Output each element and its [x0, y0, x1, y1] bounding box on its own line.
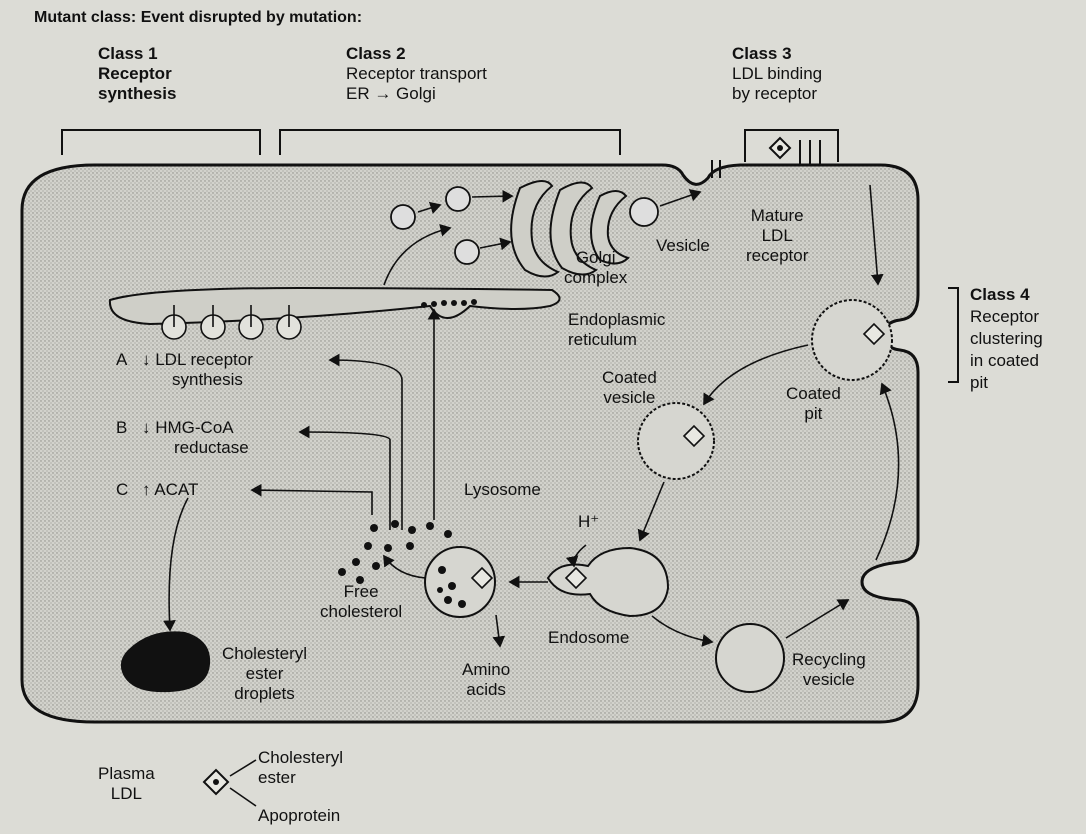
recycling-vesicle: [716, 624, 784, 692]
free-cholesterol-label: Free cholesterol: [320, 582, 402, 622]
vesicle-label: Vesicle: [656, 236, 710, 256]
class2-bracket: [280, 130, 620, 155]
regulation-a-line2: synthesis: [116, 370, 253, 390]
plasma-ldl-symbol: [204, 760, 256, 806]
lysosome-label: Lysosome: [464, 480, 541, 500]
legend-ester-line2: ester: [258, 768, 343, 788]
class1-bracket: [62, 130, 260, 155]
regulation-b: B↓ HMG-CoA reductase: [116, 418, 249, 458]
er-line1: Endoplasmic: [568, 310, 665, 330]
class3-label: Class 3 LDL binding by receptor: [732, 44, 822, 104]
regulation-a: A↓ LDL receptor synthesis: [116, 350, 253, 390]
class3-line2: by receptor: [732, 84, 822, 104]
golgi-line1: Golgi: [564, 248, 627, 268]
plasma-line2: LDL: [98, 784, 155, 804]
er-label: Endoplasmic reticulum: [568, 310, 665, 350]
legend-ester-label: Cholesteryl ester: [258, 748, 343, 788]
recycling-line1: Recycling: [792, 650, 866, 670]
amino-line1: Amino: [462, 660, 510, 680]
coated-pit: [812, 300, 892, 380]
free-chol-line1: Free: [320, 582, 402, 602]
mature-line1: Mature: [746, 206, 808, 226]
regulation-a-letter: A: [116, 350, 142, 370]
mature-line3: receptor: [746, 246, 808, 266]
amino-acids-label: Amino acids: [462, 660, 510, 700]
class1-label: Class 1 Receptor synthesis: [98, 44, 176, 104]
mature-receptor-label: Mature LDL receptor: [746, 206, 808, 266]
recycling-vesicle-label: Recycling vesicle: [792, 650, 866, 690]
class3-bracket: [745, 130, 838, 162]
coated-vesicle-line2: vesicle: [602, 388, 657, 408]
regulation-b-line2: reductase: [116, 438, 249, 458]
amino-line2: acids: [462, 680, 510, 700]
class4-line1: Receptor: [970, 306, 1043, 328]
regulation-c-letter: C: [116, 480, 142, 500]
droplets-line2: ester: [222, 664, 307, 684]
free-chol-line2: cholesterol: [320, 602, 402, 622]
legend-ester-line1: Cholesteryl: [258, 748, 343, 768]
class1-title: Class 1: [98, 44, 176, 64]
coated-vesicle: [638, 403, 714, 479]
lysosome: [425, 547, 495, 617]
droplets-line3: droplets: [222, 684, 307, 704]
class3-title: Class 3: [732, 44, 822, 64]
class1-line1: Receptor: [98, 64, 176, 84]
h-plus-label: H⁺: [578, 512, 599, 532]
class3-line1: LDL binding: [732, 64, 822, 84]
coated-pit-line1: Coated: [786, 384, 841, 404]
class2-title: Class 2: [346, 44, 487, 64]
class4-bracket: [948, 288, 958, 382]
class4-line2: clustering: [970, 328, 1043, 350]
recycling-line2: vesicle: [792, 670, 866, 690]
er-line2: reticulum: [568, 330, 665, 350]
regulation-b-letter: B: [116, 418, 142, 438]
class4-title: Class 4: [970, 284, 1043, 306]
regulation-a-line1: ↓ LDL receptor: [142, 350, 253, 369]
bound-ldl-particle: [770, 138, 790, 158]
class2-line2: ER → Golgi: [346, 84, 487, 104]
plasma-line1: Plasma: [98, 764, 155, 784]
mature-line2: LDL: [746, 226, 808, 246]
golgi-line2: complex: [564, 268, 627, 288]
class4-line4: pit: [970, 372, 1043, 394]
cholesteryl-droplets-label: Cholesteryl ester droplets: [222, 644, 307, 704]
legend-apoprotein-label: Apoprotein: [258, 806, 340, 826]
coated-vesicle-label: Coated vesicle: [602, 368, 657, 408]
endosome-label: Endosome: [548, 628, 629, 648]
class2-line1: Receptor transport: [346, 64, 487, 84]
regulation-c-line1: ↑ ACAT: [142, 480, 198, 499]
droplets-line1: Cholesteryl: [222, 644, 307, 664]
mutant-class-header: Mutant class: Event disrupted by mutatio…: [34, 8, 362, 28]
plasma-ldl-label: Plasma LDL: [98, 764, 155, 804]
class4-line3: in coated: [970, 350, 1043, 372]
golgi-label: Golgi complex: [564, 248, 627, 288]
coated-pit-label: Coated pit: [786, 384, 841, 424]
regulation-c: C↑ ACAT: [116, 480, 198, 500]
regulation-b-line1: ↓ HMG-CoA: [142, 418, 234, 437]
class4-label: Class 4 Receptor clustering in coated pi…: [970, 284, 1043, 394]
class1-line2: synthesis: [98, 84, 176, 104]
legend-apoprotein-line1: Apoprotein: [258, 806, 340, 826]
coated-vesicle-line1: Coated: [602, 368, 657, 388]
class2-label: Class 2 Receptor transport ER → Golgi: [346, 44, 487, 104]
coated-pit-line2: pit: [786, 404, 841, 424]
